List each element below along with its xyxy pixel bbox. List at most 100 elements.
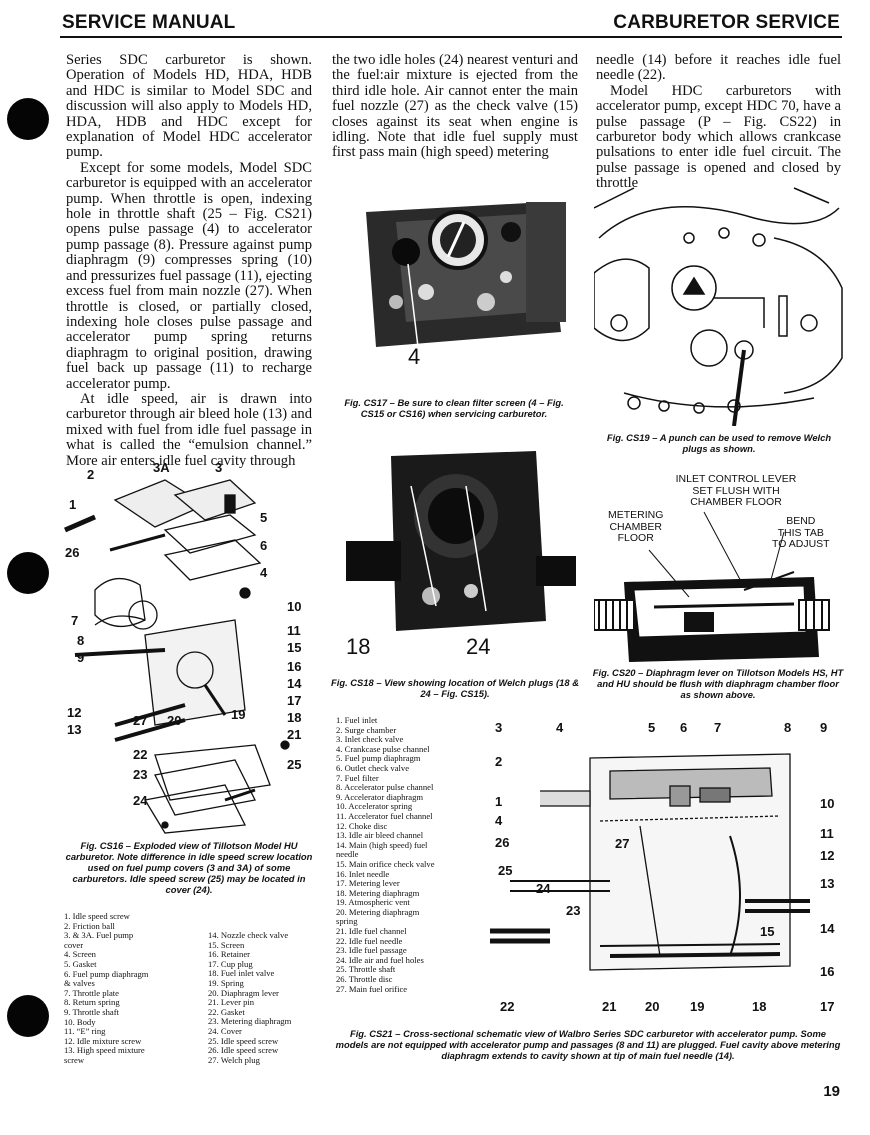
legend-item: 25. Throttle shaft <box>336 964 396 975</box>
legend-item: 16. Retainer <box>208 949 250 960</box>
legend-item: 25. Idle speed screw <box>208 1035 279 1046</box>
legend-item: 26. Throttle disc <box>336 974 393 985</box>
callout-label: 14 <box>820 921 835 936</box>
callout-label: 7 <box>714 720 722 735</box>
callout-label: 3A <box>153 460 170 475</box>
fig-cs16-caption: Fig. CS16 – Exploded view of Tillotson M… <box>64 840 314 895</box>
legend-item: 4. Screen <box>64 949 96 960</box>
legend-item: 11. “E” ring <box>64 1026 106 1037</box>
legend-item: 12. Idle mixture screw <box>64 1035 142 1046</box>
paragraph: Model HDC carburetors with accelerator p… <box>596 82 841 192</box>
callout-label: 23 <box>566 903 581 918</box>
callout-label: 7 <box>71 613 79 628</box>
callout-label: 3 <box>215 460 223 475</box>
fig-cs18-photo: 18 24 <box>336 446 582 666</box>
legend-item: 21. Idle fuel channel <box>336 926 407 937</box>
callout-label: 1 <box>495 794 503 809</box>
callout-label: 9 <box>820 720 828 735</box>
legend-item: 13. High speed mixture <box>64 1045 145 1056</box>
fig-cs19-caption: Fig. CS19 – A punch can be used to remov… <box>594 432 844 454</box>
header-rule <box>60 36 842 38</box>
legend-item: 4. Crankcase pulse channel <box>336 743 430 754</box>
legend-item: 15. Screen <box>208 939 245 950</box>
legend-item: 9. Accelerator diaphragm <box>336 791 424 802</box>
legend-item: 23. Idle fuel passage <box>336 945 407 956</box>
callout-label: 16 <box>287 659 302 674</box>
fig-cs17-label: 4 <box>408 344 421 369</box>
callout-label: 9 <box>77 650 85 665</box>
legend-item: 26. Idle speed screw <box>208 1045 279 1056</box>
paragraph: Series SDC carburetor is shown. Operatio… <box>66 52 312 161</box>
callout-label: 4 <box>556 720 564 735</box>
legend-item: 5. Gasket <box>64 958 97 969</box>
caption-lead: Fig. CS16 – <box>80 840 134 851</box>
callout-label: 20 <box>167 713 182 728</box>
column-2: the two idle holes (24) nearest venturi … <box>332 52 578 161</box>
legend-item: 12. Choke disc <box>336 820 388 831</box>
fig-cs20-drawing: INLET CONTROL LEVER SET FLUSH WITH CHAMB… <box>593 472 844 667</box>
legend-item: 22. Gasket <box>208 1006 245 1017</box>
paragraph: needle (14) before it reaches idle fuel … <box>596 52 841 84</box>
legend-item: 17. Cup plug <box>208 958 253 969</box>
fig-cs21-caption: Fig. CS21 – Cross-sectional schematic vi… <box>334 1028 842 1061</box>
callout-label: 17 <box>287 693 302 708</box>
caption-lead: Fig. CS20 – <box>592 667 646 678</box>
callout-label: 2 <box>87 467 95 482</box>
callout-label: 8 <box>784 720 792 735</box>
legend-item: cover <box>64 939 84 950</box>
callout-label: 24 <box>536 881 551 896</box>
callout-label: 22 <box>500 999 515 1014</box>
legend-item: 24. Cover <box>208 1025 242 1036</box>
callout-label: 5 <box>260 510 268 525</box>
paragraph: the two idle holes (24) nearest venturi … <box>332 52 578 161</box>
callout-label: 15 <box>287 640 302 655</box>
page-number: 19 <box>823 1083 840 1100</box>
legend-item: 14. Nozzle check valve <box>208 930 289 940</box>
punch-hole <box>7 995 49 1037</box>
legend-item: 6. Fuel pump diaphragm <box>64 968 149 979</box>
fig-cs16-drawing: 2 3A 3 1 5 26 6 4 10 7 11 8 15 9 16 14 1… <box>55 455 320 835</box>
callout-label: 3 <box>495 720 503 735</box>
legend-item: 16. Inlet needle <box>336 868 390 879</box>
callout-label: 19 <box>231 707 246 722</box>
legend-item: 6. Outlet check valve <box>336 762 410 773</box>
callout-label: 21 <box>287 727 302 742</box>
fig-cs16-legend-right: 14. Nozzle check valve 15. Screen 16. Re… <box>208 930 318 1065</box>
callout-label: 2 <box>495 754 503 769</box>
callout-label: 8 <box>77 633 85 648</box>
legend-item: 27. Main fuel orifice <box>336 983 408 994</box>
punch-hole <box>7 552 49 594</box>
legend-item: 10. Body <box>64 1016 96 1027</box>
column-3: needle (14) before it reaches idle fuel … <box>596 52 841 192</box>
callout-label: 24 <box>133 793 148 808</box>
legend-item: screw <box>64 1054 85 1065</box>
legend-item: 9. Throttle shaft <box>64 1006 119 1017</box>
legend-item: 19. Atmospheric vent <box>336 897 410 908</box>
legend-item: needle <box>336 849 359 860</box>
caption-lead: Fig. CS21 – <box>349 1028 404 1039</box>
callout-label: 6 <box>260 538 268 553</box>
legend-item: 24. Idle air and fuel holes <box>336 954 424 965</box>
legend-item: 2. Friction ball <box>64 920 115 931</box>
callout-label: 18 <box>287 710 302 725</box>
legend-item: 1. Idle speed screw <box>64 911 130 921</box>
callout-label: 10 <box>820 796 835 811</box>
callout-label: 25 <box>498 863 513 878</box>
callout-label: 27 <box>615 836 630 851</box>
legend-item: 18. Fuel inlet valve <box>208 968 275 979</box>
callout-label: 17 <box>820 999 835 1014</box>
callout-label: 12 <box>820 848 835 863</box>
fig-cs20-callout-left: METERING CHAMBER FLOOR <box>608 509 664 544</box>
callout-label: 25 <box>287 757 302 772</box>
caption-lead: Fig. CS17 – <box>344 397 398 408</box>
legend-item: 15. Main orifice check valve <box>336 858 435 869</box>
fig-cs19-drawing <box>593 178 844 427</box>
callout-label: 20 <box>645 999 660 1014</box>
callout-label: 4 <box>495 813 503 828</box>
callout-label: 16 <box>820 964 835 979</box>
legend-item: 22. Idle fuel needle <box>336 935 403 946</box>
legend-item: spring <box>336 916 358 927</box>
punch-hole <box>7 98 49 140</box>
fig-cs16-legend-left: 1. Idle speed screw 2. Friction ball 3. … <box>64 911 204 1066</box>
callout-label: 14 <box>287 676 302 691</box>
